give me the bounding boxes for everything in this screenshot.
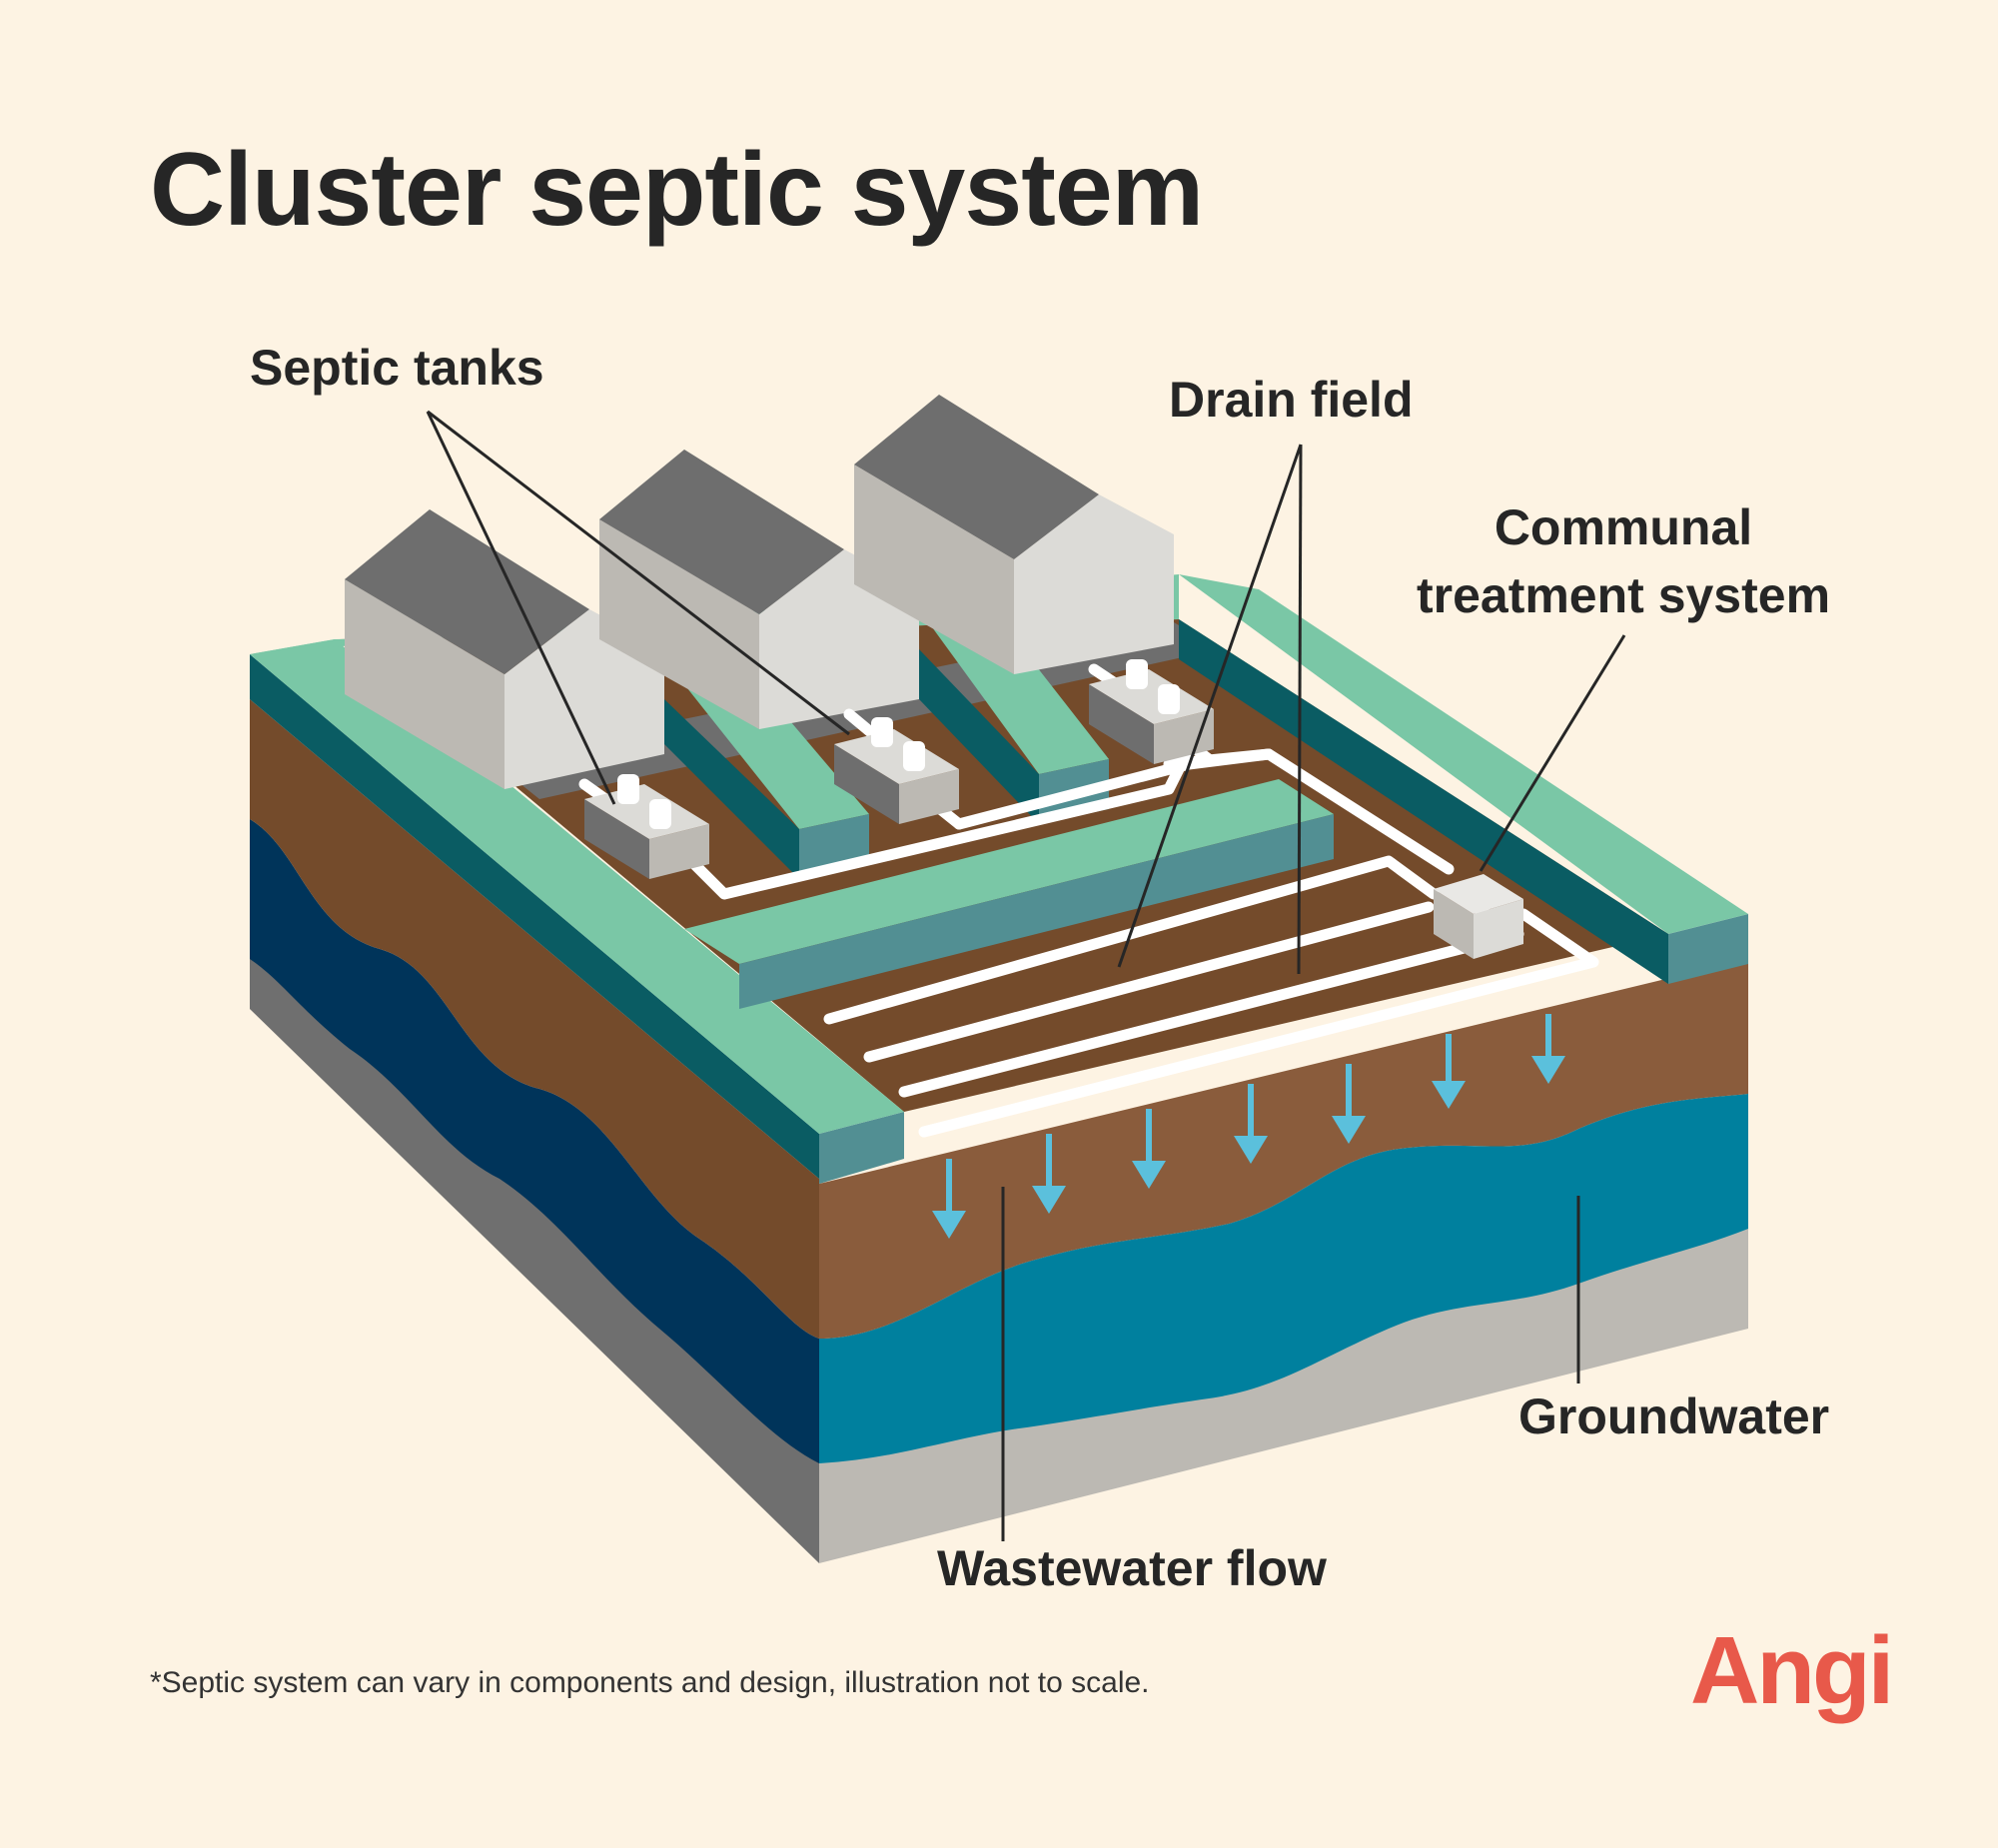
wastewater-arrow [932, 1159, 966, 1239]
soil-front [819, 959, 1748, 1339]
grass-front-right-end [1668, 914, 1748, 984]
lateral-1 [823, 855, 1440, 1025]
leader-tank-2 [427, 410, 850, 736]
footnote: *Septic system can vary in components an… [150, 1666, 1150, 1699]
groundwater-left-side [250, 819, 819, 1463]
angi-logo: Angi [1690, 1617, 1894, 1724]
leader-tank-1 [426, 411, 616, 805]
septic-tank-3 [1089, 659, 1214, 764]
wastewater-arrow [1432, 1034, 1466, 1109]
label-communal-treatment: Communal treatment system [1399, 493, 1848, 629]
soil-left-side [250, 699, 819, 1339]
wastewater-arrows [932, 1014, 1565, 1239]
grass-front-left-end [819, 1112, 904, 1184]
leader-drain-1 [1117, 444, 1303, 968]
wastewater-arrow [1132, 1109, 1166, 1189]
lateral-4 [918, 908, 1599, 1138]
left-side-face [250, 654, 819, 1563]
leader-lines [426, 410, 1626, 1541]
septic-tank-2 [834, 717, 959, 824]
label-communal-line2: treatment system [1416, 567, 1831, 623]
page-title: Cluster septic system [150, 132, 1204, 248]
wastewater-arrow [1032, 1134, 1066, 1214]
wastewater-arrow [1531, 1014, 1565, 1084]
septic-tank-1 [584, 774, 709, 879]
leader-drain-2 [1297, 444, 1303, 975]
label-drain-field: Drain field [1169, 372, 1414, 428]
grass-middle-strip-side [739, 814, 1334, 1009]
grass-middle-strip [684, 779, 1334, 964]
label-groundwater: Groundwater [1518, 1388, 1830, 1444]
communal-treatment-box [1434, 874, 1523, 959]
grass-left-border [250, 639, 904, 1134]
grass-right-border-side [1179, 619, 1668, 984]
label-communal-line1: Communal [1494, 499, 1753, 555]
groundwater-front [819, 1094, 1748, 1463]
leader-communal [1479, 634, 1626, 872]
label-septic-tanks: Septic tanks [250, 340, 544, 396]
front-face [819, 914, 1748, 1563]
wastewater-arrow [1234, 1084, 1268, 1164]
grass-left-edge-side [250, 654, 819, 1179]
wastewater-arrow [1332, 1064, 1366, 1144]
lateral-2 [863, 901, 1435, 1063]
bedrock-front [819, 1219, 1748, 1563]
collector-pipe-upper [1163, 748, 1275, 770]
house-3 [854, 395, 1174, 674]
grass-right-border [1179, 574, 1748, 934]
label-wastewater-flow: Wastewater flow [937, 1540, 1327, 1596]
grass-divider-1-side [664, 699, 799, 879]
grass-divider-2-side [919, 649, 1039, 824]
bedrock-left-side [250, 949, 819, 1563]
